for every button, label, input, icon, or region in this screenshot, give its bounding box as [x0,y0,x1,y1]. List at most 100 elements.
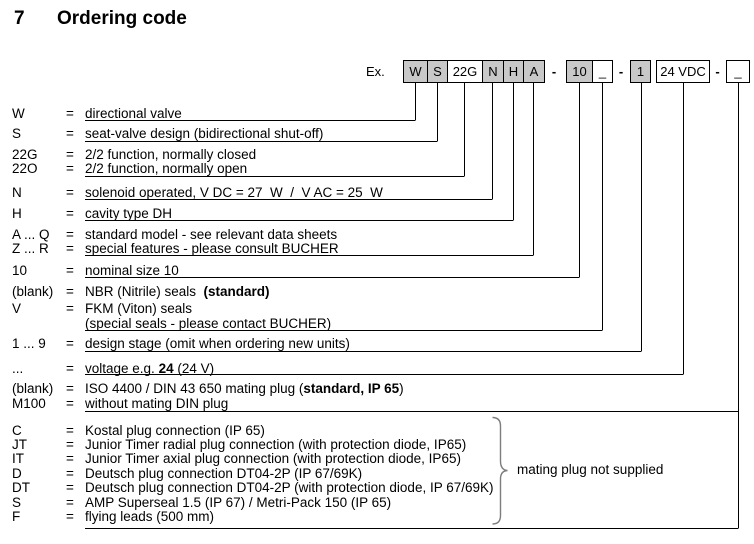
row-description: NBR (Nitrile) seals (standard) [85,285,270,299]
row-equals: = [66,495,74,510]
row-equals: = [66,480,74,495]
row-code: 10 [12,263,28,278]
description-part: AMP Superseal 1.5 (IP 67) / Metri-Pack 1… [85,495,392,510]
row-equals: = [66,263,74,278]
row-code: S [12,126,22,141]
description-part: NBR (Nitrile) seals [85,284,204,299]
ordering-code-box: N [482,60,504,83]
row-equals: = [66,227,74,242]
description-part: ISO 4400 / DIN 43 650 mating plug ( [85,381,304,396]
example-label: Ex. [366,64,385,79]
description-part: without mating DIN plug [85,396,229,411]
ordering-code-box: S [427,60,448,83]
section-title: Ordering code [57,8,187,29]
row-equals: = [66,106,74,121]
row-code: (blank) [12,284,54,299]
description-part: FKM (Viton) seals [85,301,193,316]
ordering-code-box: 10 [566,60,593,83]
ordering-code-box: H [503,60,524,83]
row-description: Deutsch plug connection DT04-2P (IP 67/6… [85,467,362,481]
description-part: special features - please consult BUCHER [85,241,339,256]
row-description: FKM (Viton) seals [85,302,192,316]
row-description: AMP Superseal 1.5 (IP 67) / Metri-Pack 1… [85,496,391,510]
description-part: flying leads (500 mm) [85,509,215,524]
section-number: 7 [14,8,25,29]
row-description: standard model - see relevant data sheet… [85,228,337,242]
row-equals: = [66,241,74,256]
row-equals: = [66,451,74,466]
row-description: 2/2 function, normally open [85,162,247,176]
row-description: Deutsch plug connection DT04-2P (with pr… [85,481,494,495]
row-description: without mating DIN plug [85,397,228,411]
row-code: W [12,106,25,121]
row-description: Junior Timer radial plug connection (wit… [85,438,466,452]
row-code: S [12,495,22,510]
row-description: solenoid operated, V DC = 27 W / V AC = … [85,186,383,200]
row-equals: = [66,206,74,221]
row-code: V [12,301,22,316]
row-description: nominal size 10 [85,264,179,278]
row-description: Junior Timer axial plug connection (with… [85,452,461,466]
row-description: 2/2 function, normally closed [85,148,256,162]
description-bold-part: (standard) [203,284,270,299]
description-part: 2/2 function, normally open [85,161,248,176]
description-part: directional valve [85,106,182,121]
row-description: Kostal plug connection (IP 65) [85,424,265,438]
group-brace [492,416,508,525]
row-equals: = [66,126,74,141]
row-code: N [12,185,22,200]
description-part: Deutsch plug connection DT04-2P (IP 67/6… [85,466,363,481]
row-code: 22O [12,161,38,176]
ordering-code-box: W [403,60,428,83]
description-part: cavity type DH [85,206,173,221]
code-separator-dash: - [618,64,624,79]
row-equals: = [66,361,74,376]
description-part: nominal size 10 [85,263,179,278]
description-part: Junior Timer axial plug connection (with… [85,451,461,466]
row-description: cavity type DH [85,207,172,221]
row-description: seat-valve design (bidirectional shut-of… [85,127,323,141]
row-equals: = [66,185,74,200]
row-description: (special seals - please contact BUCHER) [85,317,331,331]
ordering-code-box: _ [726,60,750,83]
brace-note: mating plug not supplied [517,462,664,477]
row-equals: = [66,336,74,351]
row-code: A ... Q [12,227,50,242]
row-code: DT [12,480,30,495]
row-code: D [12,466,22,481]
row-code: H [12,206,22,221]
description-part: solenoid operated, V DC = 27 W / V AC = … [85,185,383,200]
row-equals: = [66,284,74,299]
ordering-code-box: _ [592,60,613,83]
description-part: (special seals - please contact BUCHER) [85,316,332,331]
row-code: F [12,509,21,524]
code-separator-dash: - [551,64,557,79]
description-part: (24 V) [173,361,215,376]
row-code: (blank) [12,381,54,396]
row-description: special features - please consult BUCHER [85,242,339,256]
row-description: directional valve [85,107,182,121]
row-equals: = [66,396,74,411]
description-part: ) [399,381,404,396]
row-equals: = [66,301,74,316]
description-part: Junior Timer radial plug connection (wit… [85,437,467,452]
description-bold-part: 24 [158,361,174,376]
row-code: M100 [12,396,46,411]
row-code: 22G [12,147,38,162]
description-part: Deutsch plug connection DT04-2P (with pr… [85,480,494,495]
row-code: Z ... R [12,241,49,256]
row-description: design stage (omit when ordering new uni… [85,337,350,351]
description-part: 2/2 function, normally closed [85,147,257,162]
ordering-code-box: 22G [447,60,483,83]
row-code: JT [12,437,27,452]
ordering-code-box: 24 VDC [656,60,710,83]
ordering-code-box: 1 [630,60,651,83]
row-equals: = [66,381,74,396]
row-code: C [12,423,22,438]
row-equals: = [66,161,74,176]
row-equals: = [66,466,74,481]
row-equals: = [66,509,74,524]
row-equals: = [66,437,74,452]
row-code: 1 ... 9 [12,336,46,351]
